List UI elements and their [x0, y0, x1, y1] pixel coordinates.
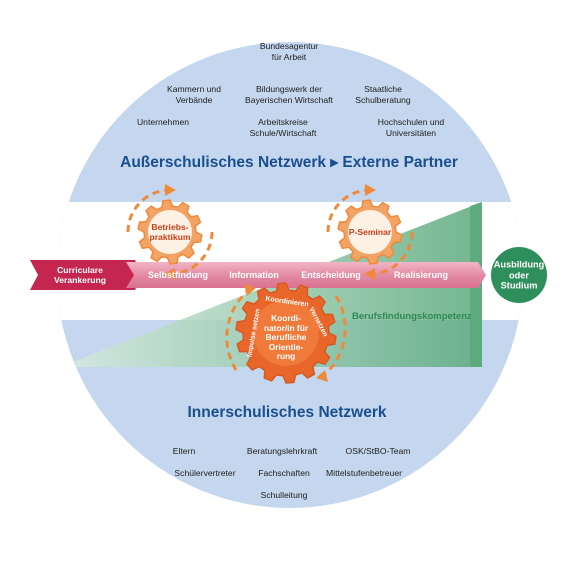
gear-center-label: Koordi- nator/in für Berufliche Orientie… — [263, 313, 309, 362]
step-realisierung: Realisierung — [393, 270, 449, 280]
member-fachschaften: Fachschaften — [258, 468, 310, 478]
arrow-heads — [164, 184, 376, 382]
gear-hub — [253, 300, 319, 366]
start-label: Curriculare Verankerung — [53, 265, 107, 285]
member-mittelstufenbetreuer: Mittelstufenbetreuer — [326, 468, 402, 478]
member-schuelervertreter: Schülervertreter — [174, 468, 236, 478]
partner-schulberatung: Staatliche Schulberatung — [355, 84, 411, 105]
member-beratungslehrkraft: Beratungslehrkraft — [246, 446, 318, 456]
step-information: Information — [229, 270, 279, 280]
partner-hochschulen: Hochschulen und Universitäten — [377, 117, 445, 138]
cycle-arrows-center — [225, 288, 347, 378]
gear-right-label: P-Seminar — [348, 227, 392, 237]
member-schulleitung: Schulleitung — [260, 490, 308, 500]
gear-right — [337, 199, 403, 265]
member-eltern: Eltern — [172, 446, 196, 456]
competence-label: Berufsfindungskompetenz — [352, 311, 472, 322]
goal-label: Ausbildung oder Studium — [493, 259, 545, 291]
gear-left — [137, 199, 203, 265]
step-selbstfindung: Selbstfindung — [148, 270, 208, 280]
inner-network-heading: Innerschulisches Netzwerk — [187, 404, 387, 421]
member-osk-stbo: OSK/StBO-Team — [345, 446, 411, 456]
partner-arbeitskreise: Arbeitskreise Schule/Wirtschaft — [249, 117, 317, 138]
partner-bildungswerk: Bildungswerk der Bayerischen Wirtschaft — [245, 84, 333, 105]
step-entscheidung: Entscheidung — [301, 270, 361, 280]
partner-bundesagentur: Bundesagentur für Arbeit — [259, 41, 319, 62]
gear-left-label: Betriebs- praktikum — [149, 222, 191, 242]
partner-unternehmen: Unternehmen — [136, 117, 190, 127]
goal-circle — [491, 247, 547, 303]
gear-hub — [148, 210, 192, 254]
partner-kammern: Kammern und Verbände — [167, 84, 221, 105]
gear-hub — [348, 210, 392, 254]
gear-center — [235, 282, 337, 384]
outer-network-heading: Außerschulisches Netzwerk ▸ Externe Part… — [120, 154, 458, 171]
